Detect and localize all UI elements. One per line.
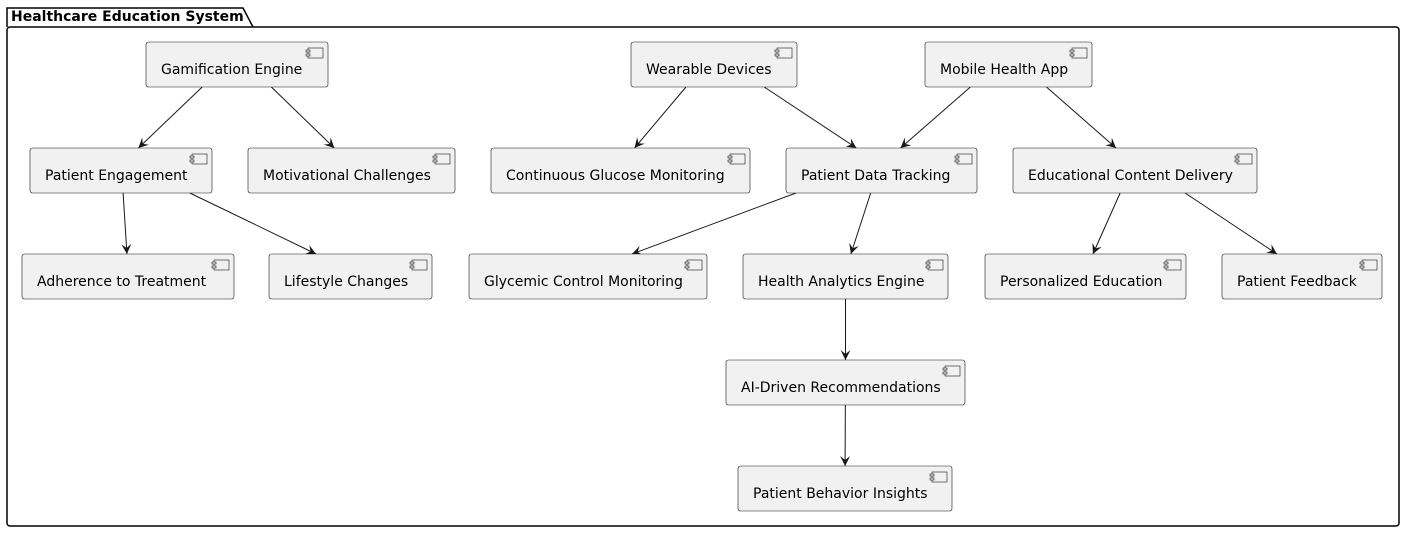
edge-mobile-app-to-data-tracking <box>900 86 971 149</box>
component-label: Adherence to Treatment <box>37 274 207 290</box>
component-label: Educational Content Delivery <box>1028 168 1233 184</box>
component-box <box>268 253 433 300</box>
component-mobile-app: Mobile Health App <box>924 41 1093 88</box>
component-wearables: Wearable Devices <box>630 41 798 88</box>
component-label: Health Analytics Engine <box>758 274 924 290</box>
component-label: Continuous Glucose Monitoring <box>506 168 725 184</box>
component-box <box>785 147 978 194</box>
edge-data-tracking-to-analytics <box>849 192 872 255</box>
component-icon <box>1359 259 1378 271</box>
component-insights: Patient Behavior Insights <box>737 465 953 512</box>
package-tab <box>6 7 254 28</box>
component-label: Personalized Education <box>1000 274 1162 290</box>
component-icon <box>954 153 973 165</box>
component-label: Motivational Challenges <box>263 168 431 184</box>
component-box <box>742 253 949 300</box>
component-icon <box>727 153 746 165</box>
edge-engagement-to-adherence <box>121 192 132 255</box>
component-feedback: Patient Feedback <box>1221 253 1383 300</box>
component-lifestyle: Lifestyle Changes <box>268 253 433 300</box>
nodes-layer: Gamification Engine Wearable Devices Mobil… <box>21 41 1383 512</box>
component-glycemic: Glycemic Control Monitoring <box>468 253 708 300</box>
package-title: Healthcare Education System <box>11 9 244 25</box>
component-icon <box>305 47 324 59</box>
component-icon <box>1234 153 1253 165</box>
component-box <box>29 147 213 194</box>
edge-content-delivery-to-feedback <box>1184 192 1278 255</box>
component-box <box>1012 147 1258 194</box>
edge-data-tracking-to-glycemic <box>631 192 797 256</box>
edge-wearables-to-data-tracking <box>763 86 857 149</box>
component-icon <box>774 47 793 59</box>
component-label: Patient Behavior Insights <box>753 486 928 502</box>
component-personalized: Personalized Education <box>984 253 1187 300</box>
component-label: Lifestyle Changes <box>284 274 408 290</box>
component-icon <box>925 259 944 271</box>
component-cgm: Continuous Glucose Monitoring <box>490 147 751 194</box>
component-icon <box>211 259 230 271</box>
component-content-delivery: Educational Content Delivery <box>1012 147 1258 194</box>
component-box <box>468 253 708 300</box>
component-icon <box>942 365 961 377</box>
edge-wearables-to-cgm <box>634 86 687 149</box>
component-icon <box>432 153 451 165</box>
component-engagement: Patient Engagement <box>29 147 213 194</box>
component-box <box>21 253 235 300</box>
component-label: Patient Feedback <box>1237 274 1358 290</box>
edge-engagement-to-lifestyle <box>189 192 317 255</box>
component-label: Mobile Health App <box>940 62 1068 78</box>
component-box <box>1221 253 1383 300</box>
component-label: AI-Driven Recommendations <box>741 380 941 396</box>
component-box <box>984 253 1187 300</box>
edge-gamification-to-engagement <box>138 86 203 149</box>
component-icon <box>1069 47 1088 59</box>
component-data-tracking: Patient Data Tracking <box>785 147 978 194</box>
component-box <box>247 147 456 194</box>
component-box <box>737 465 953 512</box>
component-box <box>924 41 1093 88</box>
component-label: Patient Data Tracking <box>801 168 950 184</box>
component-label: Wearable Devices <box>646 62 772 78</box>
component-label: Gamification Engine <box>161 62 302 78</box>
component-icon <box>189 153 208 165</box>
component-analytics: Health Analytics Engine <box>742 253 949 300</box>
edge-content-delivery-to-personalized <box>1092 192 1121 255</box>
component-challenges: Motivational Challenges <box>247 147 456 194</box>
component-ai-reco: AI-Driven Recommendations <box>725 359 966 406</box>
component-label: Patient Engagement <box>45 168 188 184</box>
component-box <box>630 41 798 88</box>
component-box <box>725 359 966 406</box>
component-icon <box>929 471 948 483</box>
component-box <box>145 41 329 88</box>
component-icon <box>684 259 703 271</box>
component-box <box>490 147 751 194</box>
component-adherence: Adherence to Treatment <box>21 253 235 300</box>
component-icon <box>1163 259 1182 271</box>
edge-gamification-to-challenges <box>271 86 335 149</box>
edges-layer <box>121 86 1278 467</box>
edge-mobile-app-to-content-delivery <box>1046 86 1117 149</box>
component-label: Glycemic Control Monitoring <box>484 274 683 290</box>
component-gamification: Gamification Engine <box>145 41 329 88</box>
component-icon <box>409 259 428 271</box>
